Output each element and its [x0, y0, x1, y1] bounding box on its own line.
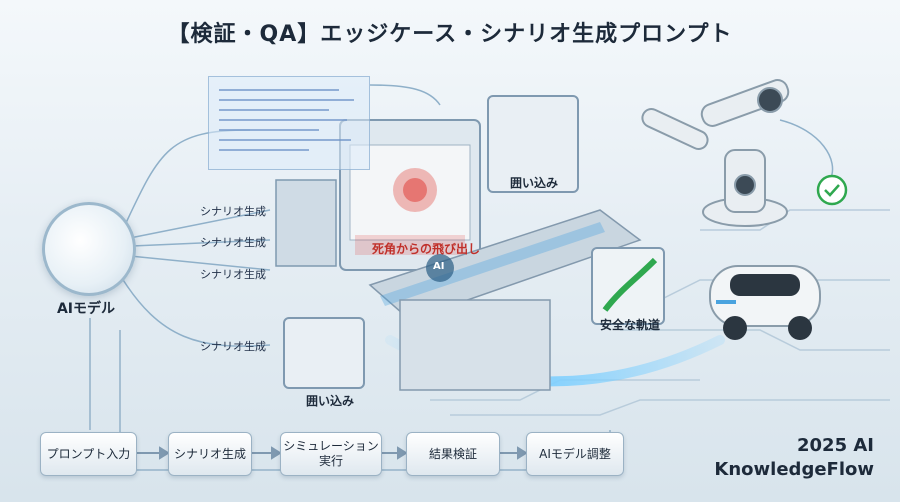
safe-path-caption: 安全な軌道	[600, 318, 661, 332]
prompt-text-panel	[208, 76, 370, 170]
flow-step-prompt-input: プロンプト入力	[40, 432, 137, 476]
flow-step-result-verification: 結果検証	[406, 432, 500, 476]
console-ai-label: AI	[433, 261, 445, 272]
page-title: 【検証・QA】エッジケース・シナリオ生成プロンプト	[167, 22, 733, 47]
ai-brain-icon	[42, 202, 136, 296]
flow-step-scenario-generation: シナリオ生成	[168, 432, 252, 476]
branch-label-2: シナリオ生成	[200, 236, 266, 249]
flow-connectors	[135, 446, 528, 460]
brand-line-1: 2025 AI	[797, 435, 874, 456]
branch-label-1: シナリオ生成	[200, 205, 266, 218]
blindspot-caption: 死角からの飛び出し	[372, 242, 481, 256]
robot-arm	[641, 79, 790, 227]
brand-line-2: KnowledgeFlow	[714, 459, 874, 480]
crowd-bottom-caption: 囲い込み	[306, 394, 355, 408]
check-icon	[816, 174, 848, 206]
crowd-top-caption: 囲い込み	[510, 176, 559, 190]
brand: 2025 AI KnowledgeFlow	[714, 434, 874, 482]
flow-step-simulation: シミュレーション 実行	[280, 432, 382, 476]
branch-label-4: シナリオ生成	[200, 340, 266, 353]
branch-label-3: シナリオ生成	[200, 268, 266, 281]
flow-step-model-tuning: AIモデル調整	[526, 432, 624, 476]
branch-arrows	[119, 84, 834, 347]
ai-model-label: AIモデル	[56, 301, 116, 317]
autonomous-car	[709, 265, 821, 340]
